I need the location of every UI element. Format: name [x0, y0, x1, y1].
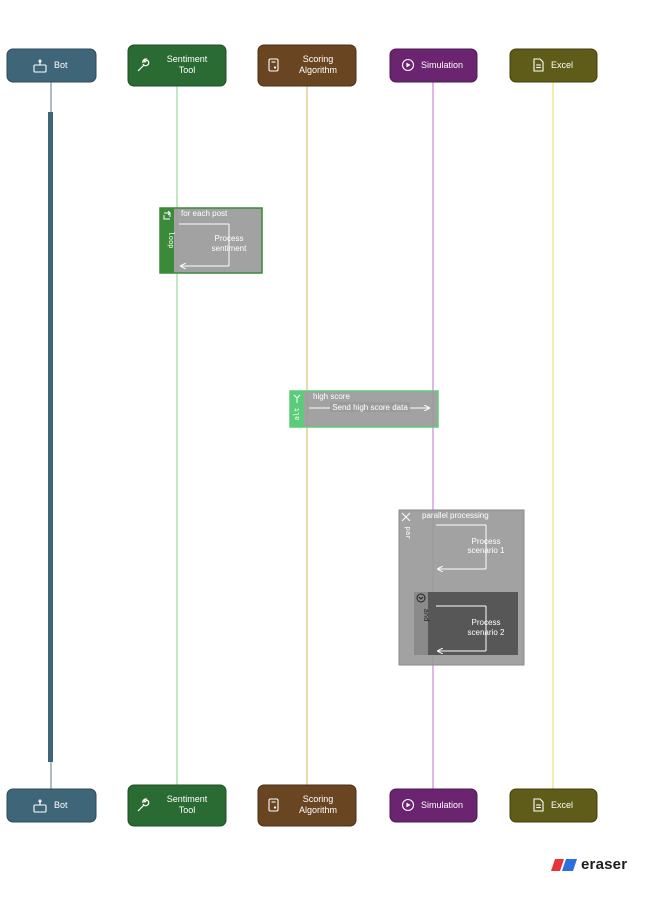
- robot-icon: [33, 799, 47, 813]
- branch-icon: [293, 394, 301, 403]
- message-label-line1: Process: [472, 537, 501, 546]
- participant-label-line2: Algorithm: [299, 65, 337, 75]
- participant-scoring-bottom[interactable]: Scoring Algorithm: [257, 784, 357, 827]
- fragment-condition: high score: [313, 392, 350, 401]
- participant-label-line2: Algorithm: [299, 805, 337, 815]
- fragment-tag: loop: [167, 232, 175, 249]
- participant-excel-top[interactable]: Excel: [509, 48, 598, 83]
- participant-label-line2: Tool: [179, 65, 196, 75]
- and-section[interactable]: and Process scenario 2: [414, 592, 518, 655]
- participant-label: Excel: [551, 800, 573, 810]
- document-icon: [533, 798, 544, 812]
- and-icon: [416, 593, 426, 603]
- play-circle-icon: [401, 798, 415, 812]
- par-fragment[interactable]: par parallel processing Process scenario…: [398, 509, 525, 666]
- participant-label: Simulation: [421, 800, 463, 810]
- message-label-line1: Process: [215, 234, 244, 243]
- participant-label: Bot: [54, 800, 68, 810]
- message-label: Send high score data: [332, 403, 408, 412]
- participant-label: Simulation: [421, 60, 463, 70]
- parallel-icon: [401, 512, 411, 522]
- calculator-icon: [268, 798, 279, 812]
- message-label-line1: Process: [472, 618, 501, 627]
- fragment-tag: and: [422, 609, 430, 622]
- participant-label: Excel: [551, 60, 573, 70]
- document-icon: [533, 58, 544, 72]
- participant-label: Bot: [54, 60, 68, 70]
- participant-sentiment-bottom[interactable]: Sentiment Tool: [127, 784, 227, 827]
- message-label-line2: scenario 1: [468, 546, 505, 555]
- wrench-icon: [137, 58, 150, 72]
- participant-label-line2: Tool: [179, 805, 196, 815]
- play-circle-icon: [401, 58, 415, 72]
- eraser-logo-icon: [551, 858, 577, 871]
- participant-bot-top[interactable]: Bot: [6, 48, 97, 83]
- brand-name: eraser: [581, 856, 628, 873]
- loop-fragment[interactable]: loop for each post Process sentiment: [159, 207, 263, 274]
- participant-simulation-top[interactable]: Simulation: [389, 48, 478, 83]
- fragment-condition: parallel processing: [422, 511, 489, 520]
- message-label-line2: sentiment: [212, 244, 247, 253]
- fragment-tag: par: [404, 527, 412, 540]
- calculator-icon: [268, 58, 279, 72]
- participant-label-line1: Scoring: [303, 54, 334, 64]
- fragment-condition: for each post: [181, 209, 228, 218]
- participant-excel-bottom[interactable]: Excel: [509, 788, 598, 823]
- participant-label-line1: Sentiment: [167, 794, 208, 804]
- participant-simulation-bottom[interactable]: Simulation: [389, 788, 478, 823]
- participant-scoring-top[interactable]: Scoring Algorithm: [257, 44, 357, 87]
- participant-bot-bottom[interactable]: Bot: [6, 788, 97, 823]
- participant-sentiment-top[interactable]: Sentiment Tool: [127, 44, 227, 87]
- alt-fragment[interactable]: alt high score Send high score data: [289, 390, 439, 428]
- participant-label-line1: Scoring: [303, 794, 334, 804]
- fragment-tag: alt: [293, 408, 301, 421]
- wrench-icon: [137, 798, 150, 812]
- eraser-brand[interactable]: eraser: [551, 856, 627, 873]
- loop-icon: [163, 210, 171, 220]
- participant-label-line1: Sentiment: [167, 54, 208, 64]
- robot-icon: [33, 59, 47, 73]
- message-label-line2: scenario 2: [468, 628, 505, 637]
- bot-activation-bar: [48, 112, 53, 762]
